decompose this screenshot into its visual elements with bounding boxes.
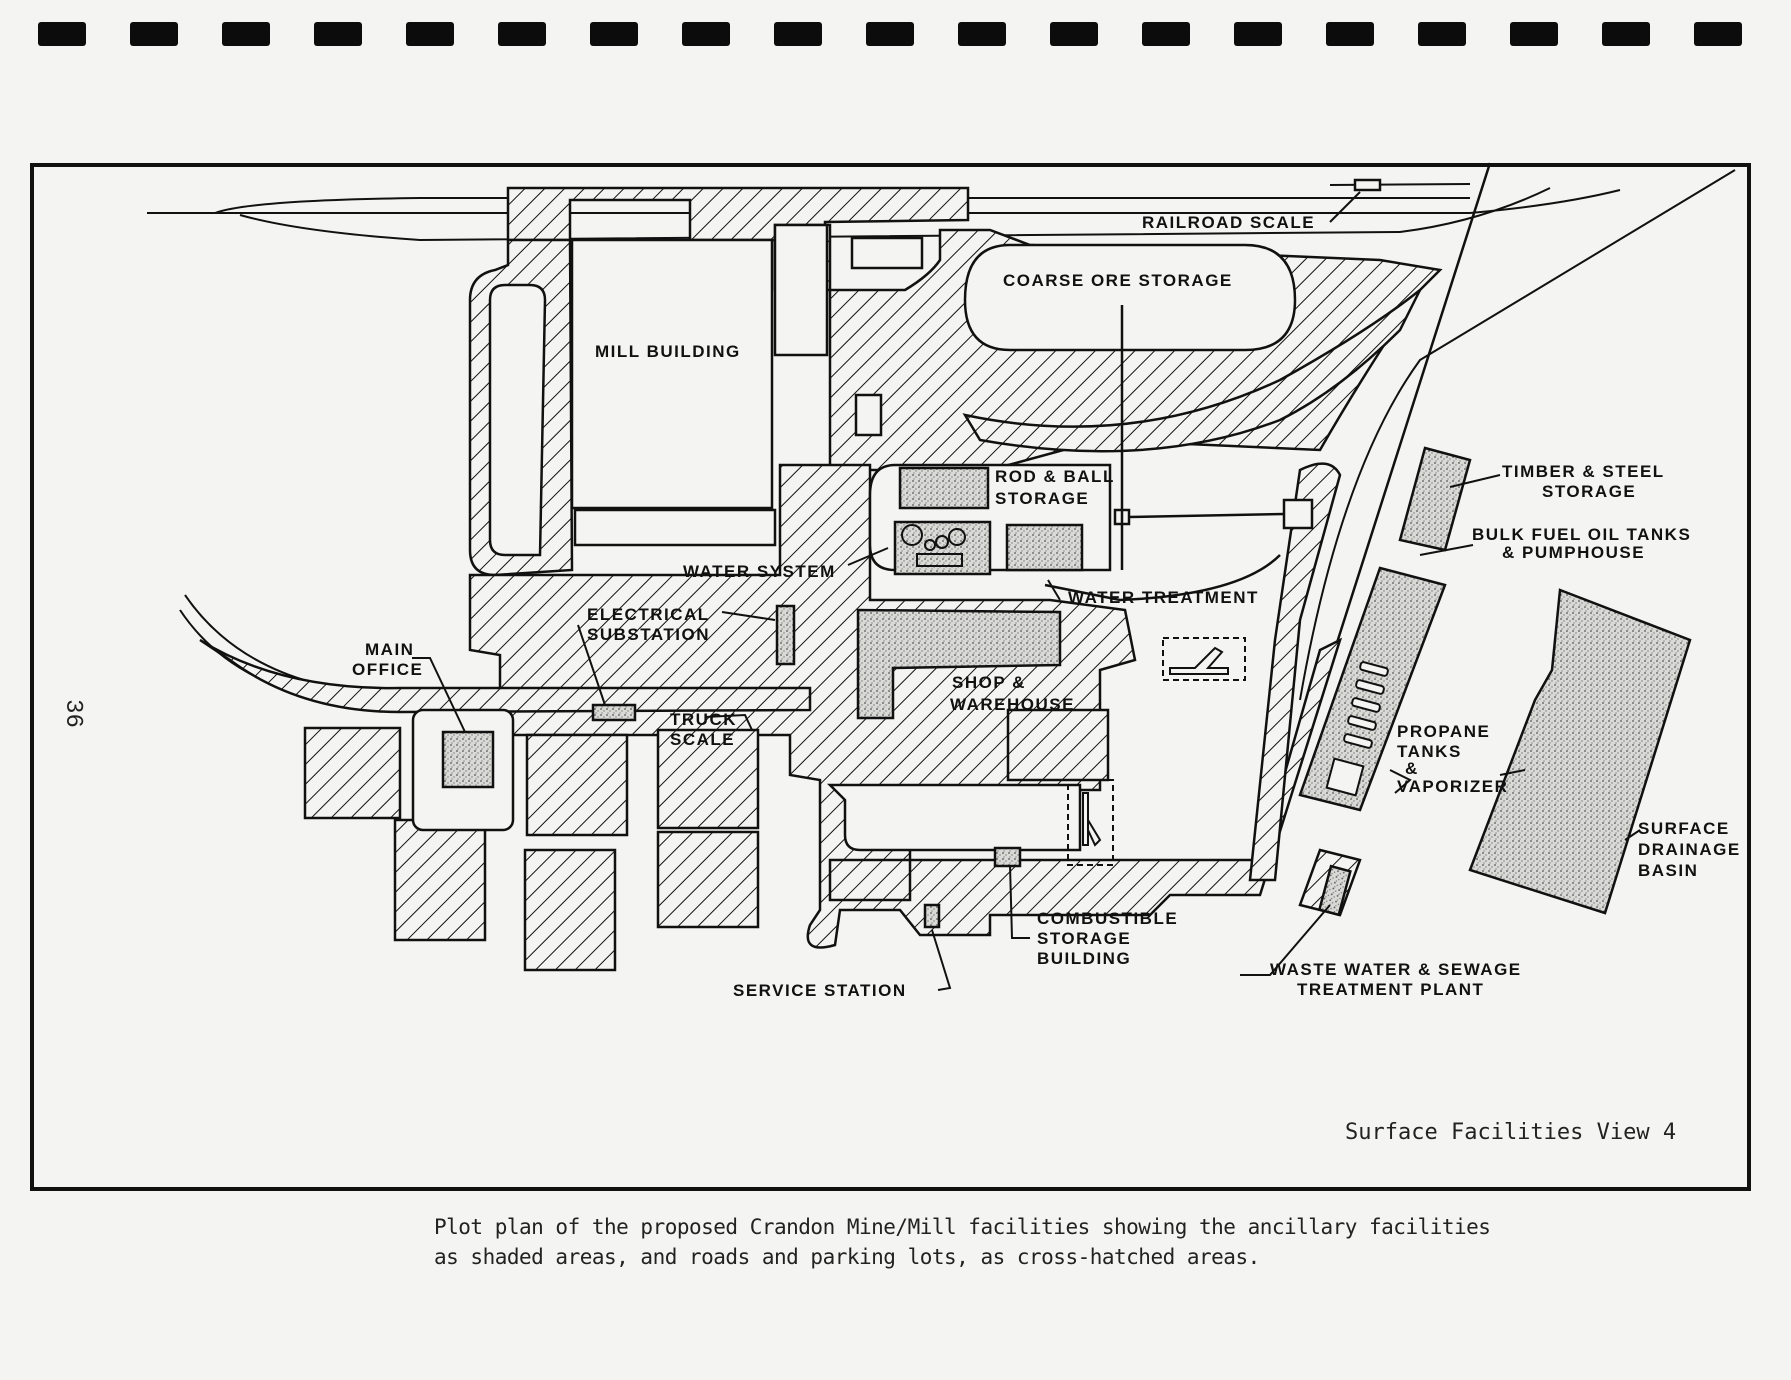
sprocket-hole — [38, 22, 86, 46]
label-railroad-scale: RAILROAD SCALE — [1142, 213, 1315, 232]
label-truck-scale: SCALE — [670, 730, 735, 749]
curved-rail-road — [962, 289, 1422, 453]
sprocket-hole — [222, 22, 270, 46]
label-surface-drainage-basin: SURFACE — [1638, 819, 1730, 838]
sprocket-hole — [406, 22, 454, 46]
label-water-system: WATER SYSTEM — [683, 562, 836, 581]
sprocket-hole — [682, 22, 730, 46]
parking-lot — [303, 726, 402, 820]
main-site-road — [468, 463, 1343, 949]
view-title: Surface Facilities View 4 — [1345, 1120, 1677, 1145]
sprocket-hole — [498, 22, 546, 46]
label-waste-water-treatment-plant: TREATMENT PLANT — [1297, 980, 1484, 999]
label-rod-ball-storage: STORAGE — [995, 489, 1089, 508]
sprocket-hole — [590, 22, 638, 46]
label-combustible-storage-building: COMBUSTIBLE — [1037, 909, 1178, 928]
coarse-ore-storage — [963, 243, 1297, 352]
east-access-road — [1248, 462, 1342, 882]
sprocket-hole — [1326, 22, 1374, 46]
office-connector-road — [199, 638, 812, 714]
label-propane-tanks: TANKS — [1397, 742, 1462, 761]
label-bulk-fuel-oil-tanks: BULK FUEL OIL TANKS — [1472, 525, 1691, 544]
caption-line-1: Plot plan of the proposed Crandon Mine/M… — [434, 1215, 1491, 1239]
label-water-treatment: WATER TREATMENT — [1068, 588, 1259, 607]
label-truck-scale: TRUCK — [670, 710, 737, 729]
sprocket-hole — [1694, 22, 1742, 46]
label-electrical-substation: SUBSTATION — [587, 625, 710, 644]
shop-yard — [1006, 708, 1110, 782]
facility-labels: RAILROAD SCALE COARSE ORE STORAGE MILL B… — [352, 213, 1741, 1000]
label-rod-ball-storage: ROD & BALL — [995, 467, 1115, 486]
mill-annex — [573, 508, 777, 547]
water-treatment — [1005, 523, 1084, 572]
mill-loop-road — [468, 238, 574, 577]
sprocket-hole — [1234, 22, 1282, 46]
label-electrical-substation: ELECTRICAL — [587, 605, 710, 624]
water-system-tanks — [901, 524, 966, 567]
parking-lot — [523, 848, 617, 972]
label-shop-warehouse: WAREHOUSE — [950, 695, 1075, 714]
timber-steel-storage — [1398, 446, 1472, 552]
label-timber-steel-storage: TIMBER & STEEL — [1502, 462, 1665, 481]
label-main-office: MAIN — [365, 640, 414, 659]
label-combustible-storage-building: STORAGE — [1037, 929, 1131, 948]
utility-lines — [1044, 305, 1285, 602]
label-propane-tanks: & — [1405, 759, 1419, 778]
shop-warehouse — [856, 608, 1062, 720]
sprocket-hole — [1142, 22, 1190, 46]
diagram-frame — [30, 163, 1751, 1191]
label-propane-tanks: VAPORIZER — [1397, 777, 1508, 796]
parking-lot — [656, 830, 760, 929]
sprocket-hole — [130, 22, 178, 46]
label-propane-tanks: PROPANE — [1397, 722, 1490, 741]
figure-caption: Plot plan of the proposed Crandon Mine/M… — [434, 1212, 1694, 1272]
waste-water-treatment-plant — [1317, 864, 1352, 917]
label-bulk-fuel-oil-tanks: & PUMPHOUSE — [1502, 543, 1645, 562]
sprocket-hole — [1602, 22, 1650, 46]
rod-ball-storage — [898, 466, 990, 510]
label-shop-warehouse: SHOP & — [952, 673, 1026, 692]
film-sprocket-holes — [38, 22, 1758, 46]
mill-east-bay — [773, 223, 829, 357]
sprocket-hole — [774, 22, 822, 46]
label-coarse-ore-storage: COARSE ORE STORAGE — [1003, 271, 1233, 290]
combustible-storage-building — [993, 846, 1022, 868]
service-road-loop — [826, 783, 1082, 852]
railroad-scale-pad — [1353, 178, 1382, 192]
substation-yard — [591, 703, 637, 722]
label-surface-drainage-basin: DRAINAGE — [1638, 840, 1741, 859]
parking-lot — [393, 818, 487, 942]
label-main-office: OFFICE — [352, 660, 423, 679]
sprocket-hole — [1510, 22, 1558, 46]
small-structure — [854, 393, 883, 437]
leader-lines — [412, 191, 1641, 991]
parking-lot — [525, 733, 629, 837]
label-surface-drainage-basin: BASIN — [1638, 861, 1698, 880]
label-timber-steel-storage: STORAGE — [1542, 482, 1636, 501]
sprocket-hole — [958, 22, 1006, 46]
sprocket-hole — [1418, 22, 1466, 46]
label-combustible-storage-building: BUILDING — [1037, 949, 1131, 968]
propane-tanks — [1325, 661, 1389, 797]
sprocket-hole — [314, 22, 362, 46]
pump-box — [1282, 498, 1314, 530]
parking-lots — [303, 708, 1110, 972]
sprocket-hole — [866, 22, 914, 46]
parking-lot — [656, 728, 760, 830]
mill-building — [570, 238, 774, 510]
label-mill-building: MILL BUILDING — [595, 342, 741, 361]
electrical-substation — [775, 604, 796, 666]
service-station — [923, 903, 941, 929]
label-service-station: SERVICE STATION — [733, 981, 907, 1000]
main-office — [441, 730, 495, 789]
caption-line-2: as shaded areas, and roads and parking l… — [434, 1245, 1260, 1269]
site-symbols — [1067, 637, 1246, 866]
surface-drainage-basin — [1468, 588, 1692, 915]
small-structure — [850, 236, 924, 270]
sprocket-hole — [1050, 22, 1098, 46]
label-waste-water-treatment-plant: WASTE WATER & SEWAGE — [1270, 960, 1522, 979]
